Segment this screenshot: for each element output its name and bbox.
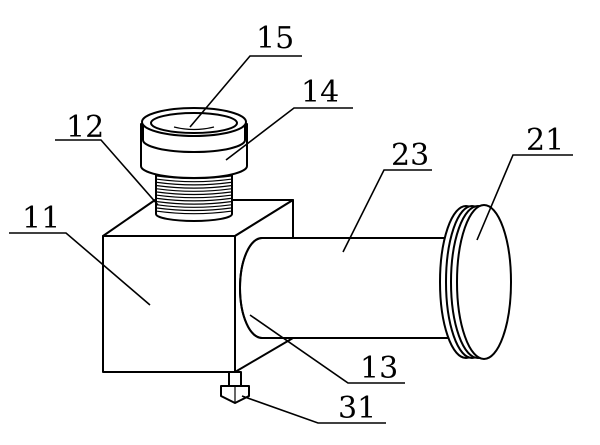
- label-12: 12: [66, 110, 104, 145]
- threaded-neck: [155, 171, 233, 222]
- thread-line: [156, 210, 232, 215]
- thread-line: [156, 188, 232, 192]
- label-14: 14: [301, 75, 339, 110]
- thread-line: [156, 207, 232, 212]
- end-disc: [439, 204, 512, 360]
- thread-line: [156, 197, 232, 202]
- leader-lines: [9, 55, 573, 424]
- bottom-bolt: [220, 371, 250, 404]
- label-15: 15: [256, 21, 294, 56]
- cap: [140, 107, 248, 179]
- thread-line: [156, 181, 232, 186]
- label-21: 21: [526, 123, 564, 158]
- thread-line: [156, 178, 232, 183]
- thread-line: [156, 185, 232, 189]
- label-31: 31: [338, 391, 376, 426]
- thread-line: [156, 191, 232, 196]
- label-numbers: 15 14 12 23 21 11 13 31: [22, 21, 564, 426]
- label-11: 11: [22, 201, 60, 236]
- cylinder-tube: [239, 237, 456, 339]
- thread-line: [156, 201, 232, 205]
- label-13: 13: [360, 351, 398, 386]
- label-23: 23: [391, 138, 429, 173]
- thread-line: [156, 204, 232, 208]
- thread-line: [156, 194, 232, 199]
